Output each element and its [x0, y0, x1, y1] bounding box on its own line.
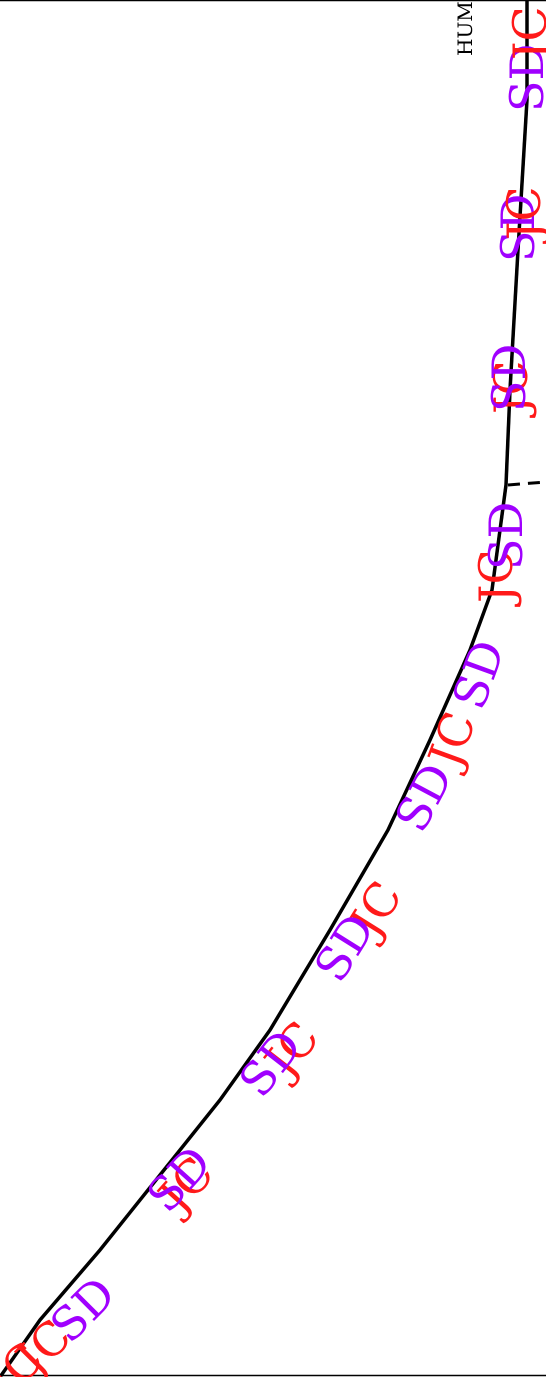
label-jc: JC [469, 549, 523, 607]
label-sd: SD [136, 1135, 222, 1222]
label-sd: SD [491, 194, 545, 262]
label-sd: SD [500, 44, 546, 112]
dashed-reference-line [507, 480, 546, 487]
label-sd: SD [442, 633, 516, 716]
corner-label: HUM [453, 1, 477, 56]
curve-solid [0, 0, 529, 1377]
label-jc: JC [503, 6, 546, 64]
label-sd: SD [479, 502, 533, 570]
label-jc: JC [497, 186, 546, 244]
curve-labels: SD JC SD JC JC SD JC SD SD JC JC SD SD J… [0, 6, 546, 1377]
label-sd: SD [482, 344, 536, 412]
label-jc: JC [484, 360, 538, 418]
